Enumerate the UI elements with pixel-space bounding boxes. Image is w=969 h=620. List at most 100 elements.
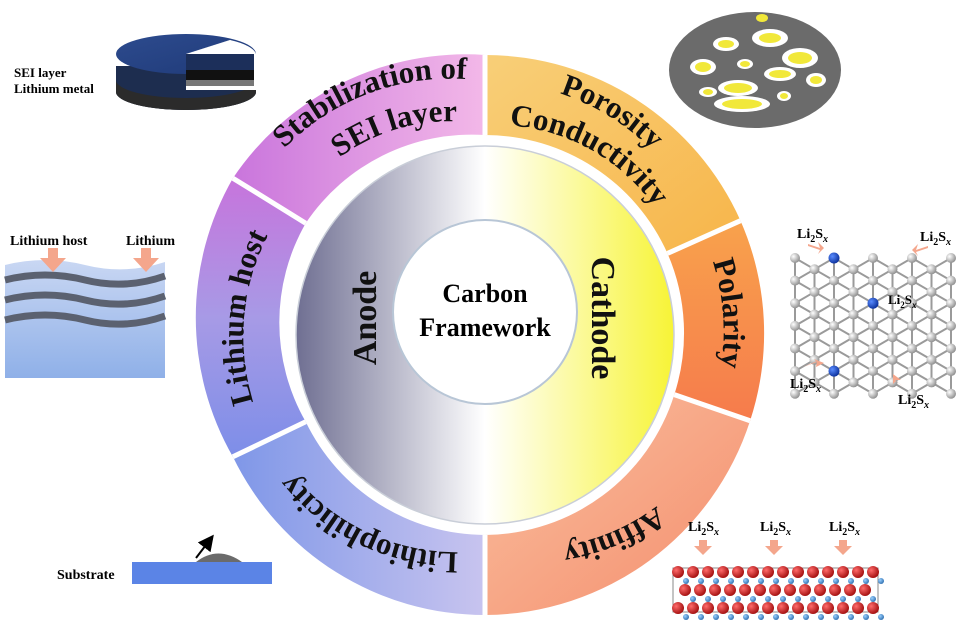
sulfur-atom xyxy=(672,566,684,578)
carbon-atom xyxy=(829,343,839,354)
sulfur-atom xyxy=(777,602,789,614)
lithium-atom xyxy=(758,614,764,620)
lithium-atom xyxy=(848,614,854,620)
carbon-atom xyxy=(926,332,937,343)
nitrogen-atom xyxy=(828,365,840,377)
sulfur-atom xyxy=(702,602,714,614)
cathode-label: Cathode xyxy=(584,257,621,380)
lithium-atom xyxy=(728,614,734,620)
carbon-atom xyxy=(868,275,878,286)
lithium-atom xyxy=(833,578,839,584)
lithium-atom xyxy=(698,614,704,620)
graphene-arrows xyxy=(803,242,928,388)
sulfur-atom xyxy=(687,566,699,578)
lithium-atom xyxy=(773,614,779,620)
lithium-label: Lithium xyxy=(126,234,175,249)
sulfur-atom xyxy=(829,584,841,596)
carbon-atom xyxy=(790,366,800,377)
carbon-atom xyxy=(790,275,800,286)
carbon-atom xyxy=(907,253,917,263)
sulfur-atom xyxy=(732,602,744,614)
carbon-atom xyxy=(790,253,800,263)
li2sx-label-1: Li2Sx xyxy=(797,227,828,245)
lithium-atom xyxy=(773,578,779,584)
carbon-atom xyxy=(848,354,859,365)
segment-lithiophilicity xyxy=(232,421,485,615)
carbon-atom xyxy=(809,332,820,343)
sulfur-atom xyxy=(747,566,759,578)
sulfur-atom xyxy=(732,566,744,578)
lithium-atom xyxy=(840,596,846,602)
substrate-illustration xyxy=(132,534,272,584)
lithium-atom xyxy=(713,578,719,584)
lithium-atom xyxy=(780,596,786,602)
carbon-atom xyxy=(887,309,898,320)
li2sx-crystal-label-1: Li2Sx xyxy=(688,520,719,538)
sulfur-atom xyxy=(702,566,714,578)
li2sx-crystal-label-2: Li2Sx xyxy=(760,520,791,538)
sulfur-atom xyxy=(679,584,691,596)
carbon-atom xyxy=(848,286,859,297)
lithium-atom xyxy=(765,596,771,602)
segment-sei xyxy=(232,54,485,224)
sulfur-atom xyxy=(837,602,849,614)
carbon-atom xyxy=(809,264,820,275)
carbon-atom xyxy=(848,264,859,275)
outer-ring xyxy=(195,54,765,615)
sulfur-atom xyxy=(724,584,736,596)
center-circle xyxy=(392,219,578,405)
lithium-atom xyxy=(750,596,756,602)
carbon-atom xyxy=(907,275,917,286)
sulfur-atom xyxy=(852,566,864,578)
center-title-line2: Framework xyxy=(419,313,551,342)
carbon-atom xyxy=(887,354,898,365)
lithium-atom xyxy=(818,614,824,620)
sulfur-atom xyxy=(769,584,781,596)
carbon-atom xyxy=(907,343,917,354)
segment-polarity xyxy=(667,220,765,421)
sulfur-atom xyxy=(754,584,766,596)
lithium-host-small-label: Lithium host xyxy=(10,234,88,249)
carbon-atom xyxy=(868,366,878,377)
lithium-atom xyxy=(863,578,869,584)
anode-label: Anode xyxy=(347,271,384,365)
carbon-atom xyxy=(887,286,898,297)
carbon-atom xyxy=(946,253,956,263)
carbon-atom xyxy=(926,377,937,388)
sulfur-atom xyxy=(747,602,759,614)
segment-affinity xyxy=(485,394,751,615)
sulfur-atom xyxy=(672,602,684,614)
carbon-atom xyxy=(809,286,820,297)
lithium-atom xyxy=(863,614,869,620)
lithium-atom xyxy=(698,578,704,584)
sulfur-atom xyxy=(762,602,774,614)
carbon-atom xyxy=(848,332,859,343)
lithium-atom xyxy=(735,596,741,602)
lithium-atom xyxy=(848,578,854,584)
segment-lithium-host xyxy=(195,178,306,457)
sulfur-atom xyxy=(792,602,804,614)
sulfur-atom xyxy=(844,584,856,596)
sulfur-atom xyxy=(807,602,819,614)
sulfur-atom xyxy=(822,566,834,578)
sulfur-atom xyxy=(687,602,699,614)
sulfur-atom xyxy=(859,584,871,596)
sei-layer-label: SEI layer xyxy=(14,65,67,80)
sulfur-atom xyxy=(792,566,804,578)
carbon-atom xyxy=(868,320,878,331)
li2sx-label-2: Li2Sx xyxy=(920,230,951,248)
li2sx-label-3: Li2Sx xyxy=(888,292,917,310)
carbon-atom xyxy=(926,264,937,275)
carbon-atom xyxy=(790,320,800,331)
sulfur-atom xyxy=(822,602,834,614)
sulfur-atom xyxy=(799,584,811,596)
sulfur-atom xyxy=(807,566,819,578)
lithium-atom xyxy=(803,614,809,620)
carbon-atom xyxy=(809,377,820,388)
segment-porosity xyxy=(485,55,741,254)
carbon-atom xyxy=(907,320,917,331)
center-title-line1: Carbon xyxy=(442,279,528,308)
li2sx-labels-graphene: Li2Sx Li2Sx Li2Sx Li2Sx Li2Sx xyxy=(790,227,951,411)
sulfur-atom xyxy=(837,566,849,578)
